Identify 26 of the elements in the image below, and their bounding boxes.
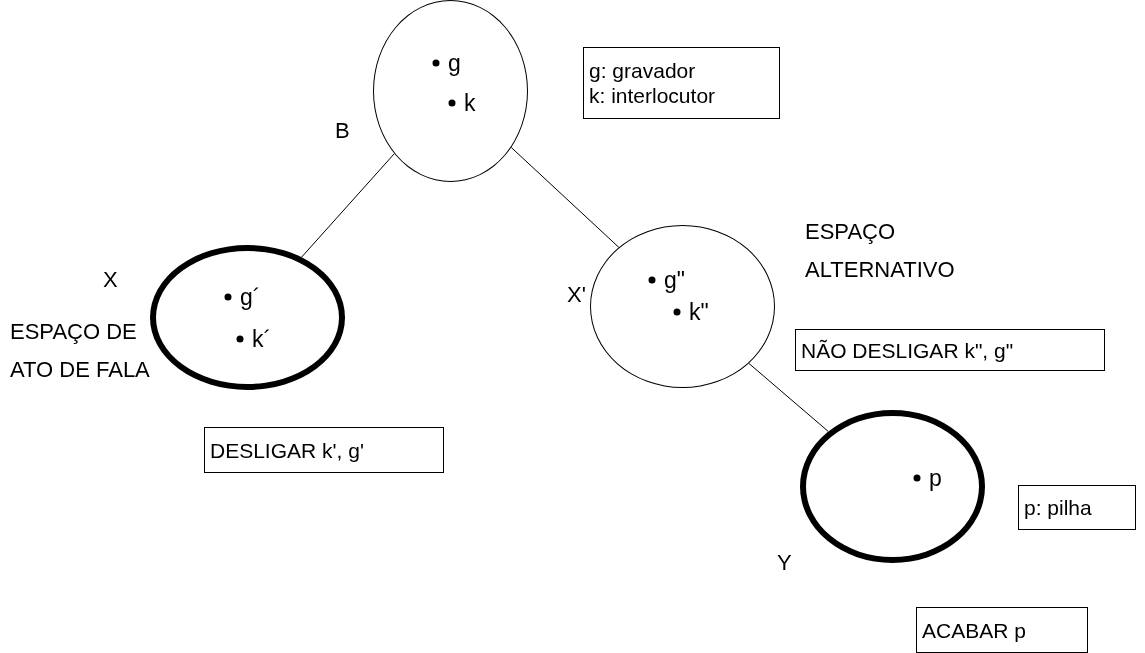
space-caption: ESPAÇO ALTERNATIVO xyxy=(805,218,956,284)
note-box xyxy=(1018,485,1136,530)
space-caption: ESPAÇO DE ATO DE FALA xyxy=(10,318,151,384)
note-text: ACABAR p xyxy=(922,617,1027,643)
connector-line xyxy=(748,362,829,432)
element-label: k xyxy=(464,90,476,116)
space-label: B xyxy=(335,117,351,145)
element-label: p xyxy=(929,465,942,491)
note-text: NÃO DESLIGAR k", g" xyxy=(801,337,1015,363)
note-box xyxy=(583,47,780,119)
space-label: X' xyxy=(567,281,587,309)
note-text: p: pilha xyxy=(1024,495,1093,520)
note-box xyxy=(795,329,1105,371)
note-box xyxy=(204,427,444,473)
element-label: g xyxy=(448,50,461,76)
element-label: k" xyxy=(689,299,709,325)
element-label: g" xyxy=(664,267,685,293)
connector-line xyxy=(510,146,620,248)
note-text: g: gravador xyxy=(589,58,697,83)
element-label: g´ xyxy=(240,284,261,310)
note-text: k: interlocutor xyxy=(589,83,717,108)
note-text: DESLIGAR k', g' xyxy=(210,437,365,463)
element-label: k´ xyxy=(252,326,272,352)
note-box xyxy=(916,607,1088,653)
space-label: X xyxy=(103,266,119,294)
space-label: Y xyxy=(777,549,793,577)
